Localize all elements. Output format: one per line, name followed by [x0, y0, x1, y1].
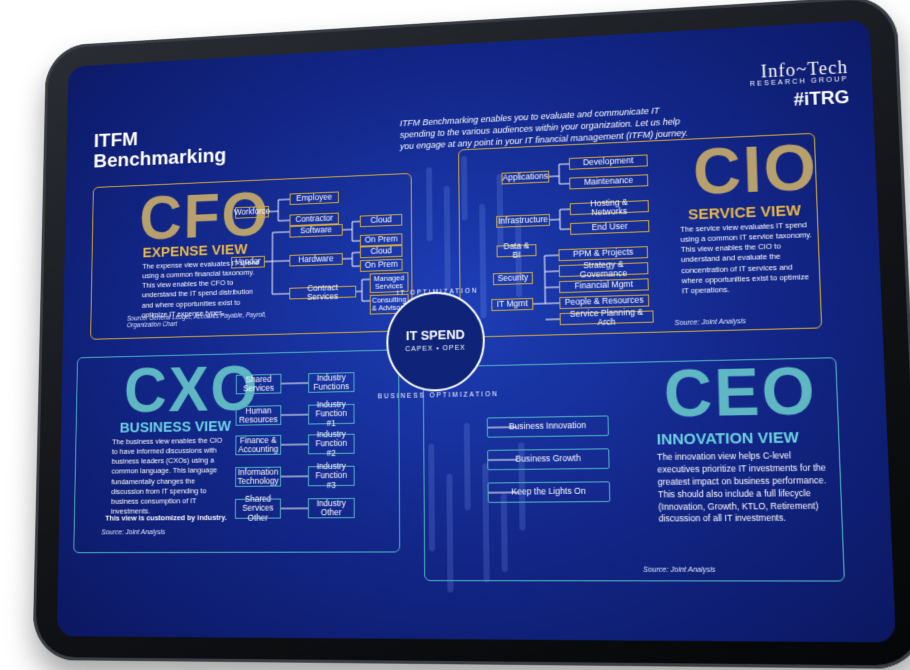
ceo-heading: CEO — [662, 353, 819, 431]
cfo-software: Software — [289, 224, 343, 238]
cio-strategy: Strategy & Governance — [558, 259, 649, 279]
cxo-right-item-3: Industry Function #3 — [307, 461, 355, 490]
ceo-item-2: Keep the Lights On — [487, 481, 611, 503]
business-view-custom-note: This view is customized by industry. — [105, 512, 227, 523]
cxo-right-item-0: Industry Functions — [308, 372, 355, 393]
cxo-right-item-2: Industry Function #2 — [308, 429, 355, 458]
cio-it-mgmt: IT Mgmt — [491, 297, 534, 312]
business-view-title: BUSINESS VIEW — [119, 417, 232, 437]
cxo-right-item-1: Industry Function #1 — [308, 399, 355, 428]
page-title: ITFM Benchmarking — [93, 128, 227, 173]
business-view-description: The business view enables the CIO to hav… — [110, 435, 223, 516]
cfo-hardware: Hardware — [289, 253, 343, 267]
info-tech-logo: Info~Tech RESEARCH GROUP #iTRG — [749, 56, 850, 110]
cfo-employee: Employee — [289, 191, 339, 206]
infographic-screen: ITFM Benchmarking ITFM Benchmarking enab… — [56, 19, 896, 643]
ceo-source: Source: Joint Analysis — [643, 566, 716, 575]
it-spend-title: IT SPEND — [405, 326, 465, 344]
cxo-left-item-2: Finance & Accounting — [235, 435, 282, 456]
cio-service-planning: Service Planning & Arch — [559, 306, 654, 327]
cfo-workforce: Workforce — [234, 205, 271, 219]
innovation-view-title: INNOVATION VIEW — [656, 428, 800, 449]
cxo-left-item-0: Shared Services — [235, 374, 282, 395]
service-view-description: The service view evaluates IT spend usin… — [680, 220, 813, 296]
cxo-left-item-4: Shared Services Other — [234, 494, 281, 522]
ceo-item-0: Business Innovation — [486, 415, 609, 438]
cfo-cloud-2: Cloud — [359, 245, 403, 259]
cfo-contract-services: Contract Services — [289, 282, 357, 302]
ceo-item-1: Business Growth — [487, 448, 610, 471]
innovation-view-description: The innovation view helps C-level execut… — [656, 450, 827, 525]
cxo-left-item-3: Information Technology — [235, 466, 282, 487]
cfo-vendor: Vendor — [231, 255, 265, 269]
it-spend-subtitle: CAPEX • OPEX — [405, 344, 466, 354]
cio-infrastructure: Infrastructure — [496, 213, 551, 228]
cio-data-bi: Data & BI — [496, 240, 537, 260]
cfo-cloud-1: Cloud — [359, 213, 403, 228]
cxo-left-item-1: Human Resources — [235, 405, 282, 426]
cio-security: Security — [492, 272, 533, 286]
cxo-right-item-4: Industry Other — [307, 498, 355, 519]
tablet-bezel: ITFM Benchmarking ITFM Benchmarking enab… — [32, 0, 910, 670]
cfo-onprem-2: On Prem — [359, 258, 403, 272]
cio-applications: Applications — [501, 170, 550, 185]
cxo-source: Source: Joint Analysis — [101, 529, 166, 537]
cio-hosting: Hosting & Networks — [569, 197, 649, 217]
cio-heading: CIO — [692, 130, 820, 209]
